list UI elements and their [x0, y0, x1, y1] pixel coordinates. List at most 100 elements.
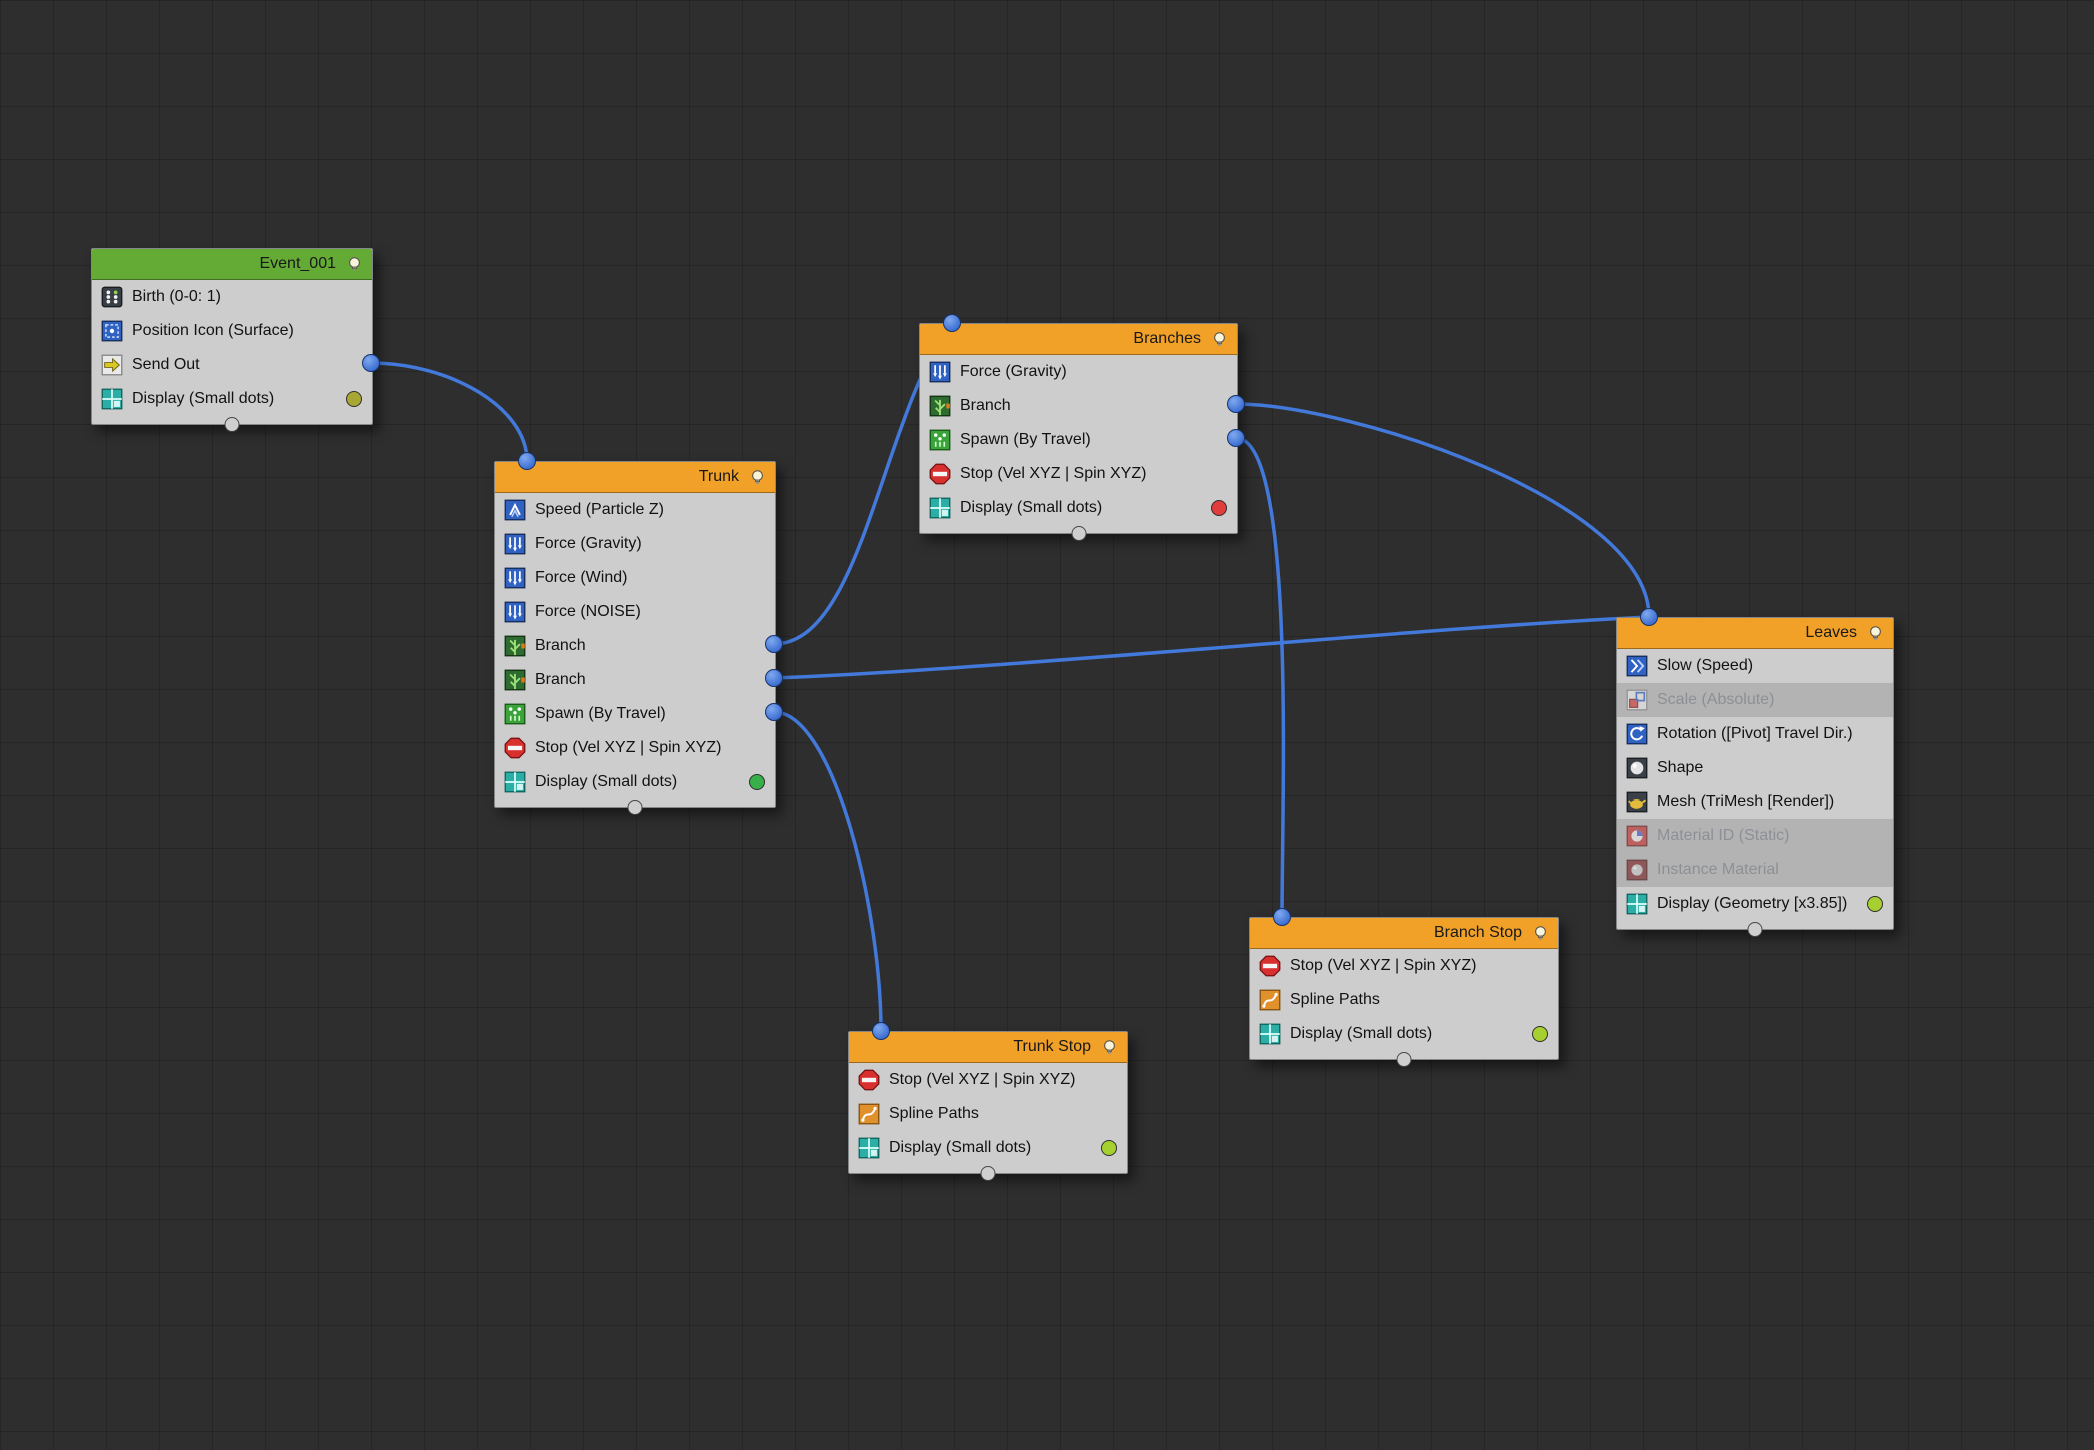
display-color-dot[interactable]: [1101, 1140, 1117, 1156]
display-color-dot[interactable]: [346, 391, 362, 407]
wire-branches-to-leaves[interactable]: [1234, 402, 1651, 619]
operator-row[interactable]: Stop (Vel XYZ | Spin XYZ): [849, 1063, 1127, 1097]
operator-label: Display (Small dots): [132, 390, 275, 407]
operator-row[interactable]: Branch: [495, 629, 775, 663]
operator-row[interactable]: Speed (Particle Z): [495, 493, 775, 527]
event-bottom-connector[interactable]: [627, 800, 643, 815]
force-icon: [504, 601, 526, 623]
operator-row[interactable]: Force (NOISE): [495, 595, 775, 629]
output-port[interactable]: [765, 669, 783, 687]
operator-row[interactable]: Branch: [495, 663, 775, 697]
operator-label: Spawn (By Travel): [960, 431, 1091, 448]
operator-row[interactable]: Display (Small dots): [495, 765, 775, 799]
operator-row[interactable]: Stop (Vel XYZ | Spin XYZ): [495, 731, 775, 765]
node-body: Speed (Particle Z)Force (Gravity)Force (…: [495, 493, 775, 807]
event-bottom-connector[interactable]: [1396, 1052, 1412, 1067]
operator-row[interactable]: Display (Small dots): [1250, 1017, 1558, 1051]
wire-trunk-to-trunk_stop[interactable]: [772, 710, 883, 1033]
event-bottom-connector[interactable]: [1747, 922, 1763, 937]
operator-row[interactable]: Stop (Vel XYZ | Spin XYZ): [920, 457, 1237, 491]
lightbulb-icon[interactable]: [345, 255, 364, 274]
lightbulb-icon[interactable]: [1100, 1038, 1119, 1057]
event-bottom-connector[interactable]: [980, 1166, 996, 1181]
stop-icon: [1259, 955, 1281, 977]
operator-label: Shape: [1657, 759, 1704, 776]
operator-label: Material ID (Static): [1657, 827, 1790, 844]
operator-row[interactable]: Slow (Speed): [1617, 649, 1893, 683]
output-port[interactable]: [1227, 395, 1245, 413]
lightbulb-icon[interactable]: [1210, 330, 1229, 349]
operator-row[interactable]: Stop (Vel XYZ | Spin XYZ): [1250, 949, 1558, 983]
operator-row[interactable]: Display (Geometry [x3.85]): [1617, 887, 1893, 921]
operator-label: Branch: [535, 637, 586, 654]
lightbulb-icon[interactable]: [1531, 924, 1550, 943]
operator-row[interactable]: Force (Gravity): [920, 355, 1237, 389]
operator-row[interactable]: Scale (Absolute): [1617, 683, 1893, 717]
output-port[interactable]: [765, 635, 783, 653]
operator-label: Spline Paths: [889, 1105, 979, 1122]
operator-label: Display (Small dots): [960, 499, 1103, 516]
operator-row[interactable]: Spawn (By Travel): [495, 697, 775, 731]
operator-row[interactable]: Rotation ([Pivot] Travel Dir.): [1617, 717, 1893, 751]
node-header[interactable]: Event_001: [92, 249, 372, 280]
operator-row[interactable]: Branch: [920, 389, 1237, 423]
input-port[interactable]: [1273, 908, 1291, 926]
force-icon: [504, 567, 526, 589]
operator-row[interactable]: Display (Small dots): [920, 491, 1237, 525]
input-port[interactable]: [943, 314, 961, 332]
operator-row[interactable]: Send Out: [92, 348, 372, 382]
event-bottom-connector[interactable]: [1071, 526, 1086, 541]
wire-trunk-to-leaves[interactable]: [772, 615, 1651, 680]
output-port[interactable]: [1227, 429, 1245, 447]
input-port[interactable]: [518, 452, 536, 470]
output-port[interactable]: [362, 354, 380, 372]
output-port[interactable]: [765, 703, 783, 721]
event-bottom-connector[interactable]: [224, 417, 240, 432]
node-body: Slow (Speed)Scale (Absolute)Rotation ([P…: [1617, 649, 1893, 929]
operator-row[interactable]: Spawn (By Travel): [920, 423, 1237, 457]
operator-row[interactable]: Spline Paths: [849, 1097, 1127, 1131]
spline-paths-icon: [1259, 989, 1281, 1011]
input-port[interactable]: [1640, 608, 1658, 626]
node-title: Branches: [1133, 330, 1201, 347]
operator-row[interactable]: Position Icon (Surface): [92, 314, 372, 348]
operator-row[interactable]: Force (Wind): [495, 561, 775, 595]
display-color-dot[interactable]: [1532, 1026, 1548, 1042]
operator-row[interactable]: Material ID (Static): [1617, 819, 1893, 853]
operator-label: Stop (Vel XYZ | Spin XYZ): [1290, 957, 1477, 974]
display-color-dot[interactable]: [1211, 500, 1227, 516]
wire-branches-to-branch_stop[interactable]: [1234, 436, 1286, 919]
operator-label: Display (Small dots): [889, 1139, 1032, 1156]
lightbulb-icon[interactable]: [748, 468, 767, 487]
operator-label: Birth (0-0: 1): [132, 288, 221, 305]
operator-row[interactable]: Display (Small dots): [92, 382, 372, 416]
operator-row[interactable]: Mesh (TriMesh [Render]): [1617, 785, 1893, 819]
node-header[interactable]: Trunk Stop: [849, 1032, 1127, 1063]
operator-row[interactable]: Shape: [1617, 751, 1893, 785]
wire-event_001-to-trunk[interactable]: [369, 361, 529, 463]
display-color-dot[interactable]: [1867, 896, 1883, 912]
operator-row[interactable]: Force (Gravity): [495, 527, 775, 561]
birth-icon: [101, 286, 123, 308]
operator-row[interactable]: Display (Small dots): [849, 1131, 1127, 1165]
node-header[interactable]: Branches: [920, 324, 1237, 355]
node-header[interactable]: Branch Stop: [1250, 918, 1558, 949]
input-port[interactable]: [872, 1022, 890, 1040]
lightbulb-icon[interactable]: [1866, 624, 1885, 643]
display-color-dot[interactable]: [749, 774, 765, 790]
operator-row[interactable]: Birth (0-0: 1): [92, 280, 372, 314]
operator-row[interactable]: Spline Paths: [1250, 983, 1558, 1017]
display-icon: [858, 1137, 880, 1159]
node-header[interactable]: Leaves: [1617, 618, 1893, 649]
operator-row[interactable]: Instance Material: [1617, 853, 1893, 887]
node-header[interactable]: Trunk: [495, 462, 775, 493]
